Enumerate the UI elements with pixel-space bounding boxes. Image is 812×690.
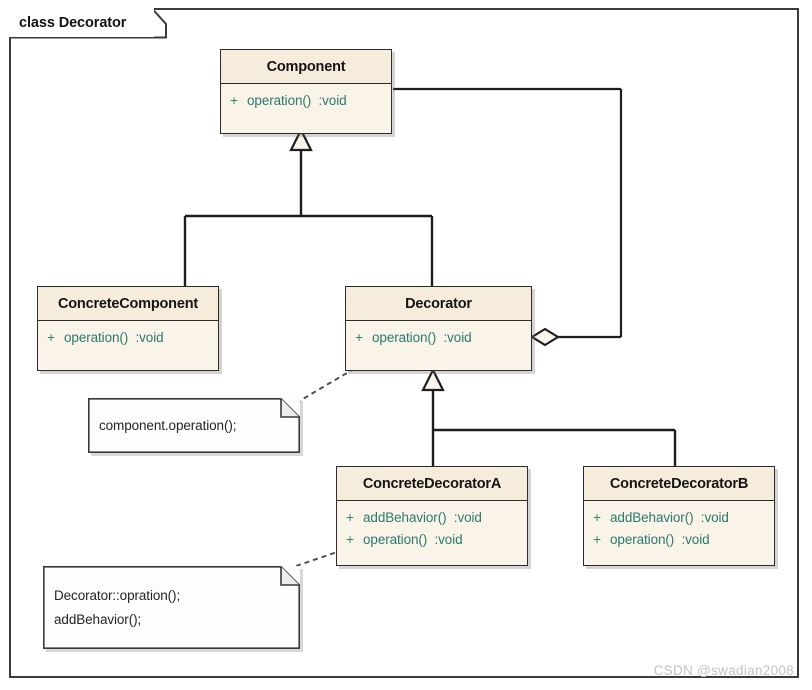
class-members-concrete-decorator-b: + addBehavior() :void + operation() :voi…	[584, 501, 774, 556]
member-visibility: +	[593, 509, 601, 525]
member-signature: operation() :void	[64, 329, 164, 345]
class-member: + operation() :void	[337, 528, 527, 550]
class-box-concrete-decorator-a[interactable]: ConcreteDecoratorA + addBehavior() :void…	[336, 466, 528, 566]
class-member: + addBehavior() :void	[584, 506, 774, 528]
note-concrete-decorator-a-operation[interactable]: Decorator::opration(); addBehavior();	[43, 566, 300, 649]
member-visibility: +	[346, 509, 354, 525]
class-members-concrete-decorator-a: + addBehavior() :void + operation() :voi…	[337, 501, 527, 556]
member-signature: operation() :void	[372, 329, 472, 345]
watermark: CSDN @swadian2008	[653, 663, 794, 678]
member-visibility: +	[355, 329, 363, 345]
note-shape	[43, 566, 300, 649]
class-box-decorator[interactable]: Decorator + operation() :void	[345, 286, 532, 371]
class-members-decorator: + operation() :void	[346, 321, 531, 354]
member-visibility: +	[593, 531, 601, 547]
member-visibility: +	[346, 531, 354, 547]
member-visibility: +	[47, 329, 55, 345]
class-title-concrete-component: ConcreteComponent	[38, 287, 218, 321]
class-member: + operation() :void	[221, 89, 391, 111]
note-line: Decorator::opration();	[54, 588, 181, 603]
note-line: addBehavior();	[54, 612, 142, 627]
class-members-component: + operation() :void	[221, 84, 391, 117]
class-box-concrete-component[interactable]: ConcreteComponent + operation() :void	[37, 286, 219, 371]
class-member: + addBehavior() :void	[337, 506, 527, 528]
note-shape	[88, 398, 300, 453]
class-title-concrete-decorator-a: ConcreteDecoratorA	[337, 467, 527, 501]
member-signature: addBehavior() :void	[363, 509, 482, 525]
note-text: Decorator::opration(); addBehavior();	[54, 566, 290, 649]
class-title-component: Component	[221, 50, 391, 84]
member-visibility: +	[230, 92, 238, 108]
member-signature: operation() :void	[610, 531, 710, 547]
class-box-component[interactable]: Component + operation() :void	[220, 49, 392, 134]
member-signature: addBehavior() :void	[610, 509, 729, 525]
class-member: + operation() :void	[38, 326, 218, 348]
note-decorator-operation[interactable]: component.operation();	[88, 398, 300, 453]
class-title-decorator: Decorator	[346, 287, 531, 321]
frame-label: class Decorator	[9, 8, 155, 37]
member-signature: operation() :void	[247, 92, 347, 108]
class-members-concrete-component: + operation() :void	[38, 321, 218, 354]
member-signature: operation() :void	[363, 531, 463, 547]
note-text: component.operation();	[99, 398, 290, 453]
note-line: component.operation();	[99, 418, 237, 433]
class-member: + operation() :void	[584, 528, 774, 550]
class-member: + operation() :void	[346, 326, 531, 348]
class-box-concrete-decorator-b[interactable]: ConcreteDecoratorB + addBehavior() :void…	[583, 466, 775, 566]
class-title-concrete-decorator-b: ConcreteDecoratorB	[584, 467, 774, 501]
